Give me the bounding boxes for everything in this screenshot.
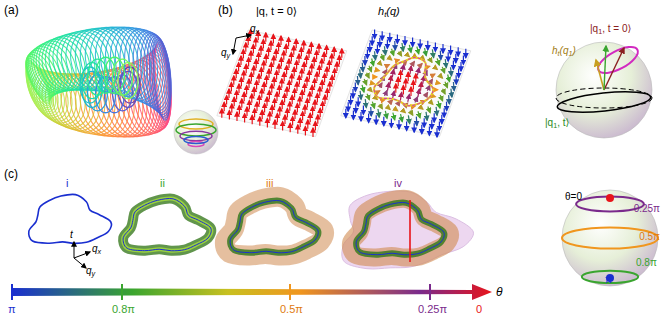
label-part: (a)	[4, 3, 19, 17]
label-part: θ=0	[565, 191, 582, 202]
label-part: |q, t = 0⟩	[256, 5, 297, 17]
label-part: 0.25π	[634, 203, 660, 214]
subscript: x	[256, 27, 260, 36]
theta-colorbar	[12, 284, 492, 300]
label-part: 0.25π	[418, 303, 447, 315]
torus-illustration	[20, 22, 174, 141]
figure-label: iv	[394, 178, 402, 189]
figure-label: |q1, t = 0⟩	[590, 24, 631, 34]
label-part: h	[378, 5, 384, 17]
bloch-sphere	[556, 42, 652, 138]
bloch-sphere	[174, 110, 218, 154]
label-part: 0	[476, 303, 482, 315]
label-part: , t = 0⟩	[602, 23, 631, 34]
figure-label: iii	[266, 178, 273, 189]
figure-label: 0.5π	[639, 232, 660, 242]
figure-label: 0	[476, 304, 482, 315]
label-part: (c)	[4, 167, 18, 181]
subscript: x	[98, 247, 102, 256]
label-part: ii	[160, 177, 165, 189]
subscript: y	[92, 269, 96, 278]
label-part: q	[250, 23, 256, 34]
loop-illustration	[29, 191, 474, 269]
figure-label: 0.5π	[280, 304, 303, 315]
figure-label: qy	[86, 266, 95, 276]
figure-label: qy	[221, 48, 230, 58]
label-part: π	[8, 303, 16, 315]
label-part: θ	[496, 285, 503, 299]
label-part: (q	[560, 45, 569, 56]
label-part: iii	[266, 177, 273, 189]
label-part: 0.5π	[639, 231, 660, 242]
figure-label: θ=0	[565, 192, 582, 202]
spin-lattice	[341, 30, 471, 137]
figure-label: 0.8π	[112, 304, 135, 315]
figure-label: θ	[496, 286, 503, 298]
label-part: |q	[590, 23, 598, 34]
label-part: h	[552, 45, 558, 56]
subscript: 1	[553, 121, 557, 130]
figure-label: |q1, t⟩	[545, 118, 569, 128]
subscript: 1	[568, 49, 572, 58]
figure-label: qx	[250, 24, 259, 34]
label-part: , t⟩	[557, 117, 569, 128]
label-part: q	[221, 47, 227, 58]
subscript: y	[227, 51, 231, 60]
figure-label: ht(q)	[378, 6, 400, 17]
label-part: t	[70, 229, 73, 240]
label-part: i	[66, 177, 68, 189]
spin-lattice	[217, 30, 347, 137]
loop	[374, 58, 433, 106]
figure-label: ht(q1)	[552, 46, 576, 56]
label-part: π	[605, 274, 612, 285]
figure-label: t	[70, 230, 73, 240]
figure-label: 0.25π	[418, 304, 447, 315]
figure-label: π	[8, 304, 16, 315]
label-part: q	[86, 265, 92, 276]
figure-label: |q, t = 0⟩	[256, 6, 297, 17]
label-part: q	[92, 243, 98, 254]
figure-label: i	[66, 178, 68, 189]
figure-label: π	[605, 275, 612, 285]
subscript: t	[558, 49, 560, 58]
figure-label: (c)	[4, 168, 18, 180]
figure-label: qx	[92, 244, 101, 254]
label-part: 0.8π	[112, 303, 135, 315]
figure-label: 0.8π	[636, 258, 657, 268]
subscript: 1	[598, 27, 602, 36]
label-part: iv	[394, 177, 402, 189]
figure-label: ii	[160, 178, 165, 189]
label-part: (q)	[386, 5, 399, 17]
label-part: |q	[545, 117, 553, 128]
figure-label: (a)	[4, 4, 19, 16]
figure-label: (b)	[218, 4, 233, 16]
subscript: t	[384, 10, 386, 19]
label-part: )	[572, 45, 575, 56]
label-part: (b)	[218, 3, 233, 17]
figure-label: 0.25π	[634, 204, 660, 214]
label-part: 0.5π	[280, 303, 303, 315]
label-part: 0.8π	[636, 257, 657, 268]
